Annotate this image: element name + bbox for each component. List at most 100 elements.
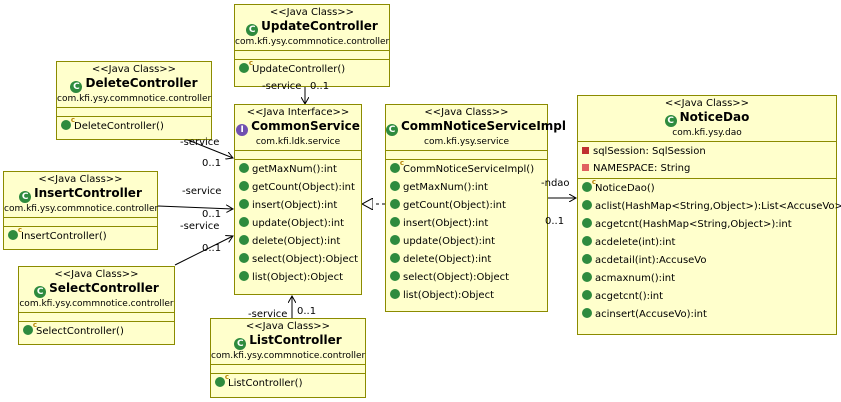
- methods-section: CommNoticeServiceImpl() getMaxNum():int …: [386, 158, 547, 306]
- public-method-icon: [390, 271, 400, 281]
- method-row: getMaxNum():int: [386, 179, 547, 197]
- public-method-icon: [582, 236, 592, 246]
- public-method-icon: [582, 218, 592, 228]
- public-method-icon: [390, 181, 400, 191]
- update-mult-label: 0..1: [310, 81, 330, 92]
- package-name: com.kfi.ysy.service: [424, 137, 509, 147]
- public-method-icon: [582, 290, 592, 300]
- class-name: UpdateController: [261, 19, 378, 33]
- field-row: NAMESPACE: String: [578, 160, 836, 177]
- select-mult-label: 0..1: [202, 243, 222, 254]
- method-row: SelectController(): [19, 320, 174, 341]
- method-row: UpdateController(): [235, 58, 389, 79]
- method-row: acmaxnum():int: [578, 270, 836, 288]
- methods-section: NoticeDao() aclist(HashMap<String,Object…: [578, 177, 841, 325]
- constructor-icon: [8, 225, 22, 240]
- fields-section: [386, 151, 547, 160]
- class-icon: C: [34, 286, 47, 298]
- methods-section: InsertController(): [4, 225, 157, 247]
- stereotype: <<Java Class>>: [38, 174, 123, 185]
- method-row: acdetail(int):AccuseVo: [578, 252, 836, 270]
- method-row: insert(Object):int: [235, 197, 361, 215]
- package-name: com.kfi.ysy.commnotice.controller: [4, 204, 159, 214]
- stereotype: <<Java Class>>: [424, 107, 509, 118]
- class-name: CommNoticeServiceImpl: [401, 119, 567, 133]
- public-method-icon: [239, 235, 249, 245]
- public-method-icon: [239, 217, 249, 227]
- public-method-icon: [582, 272, 592, 282]
- public-method-icon: [390, 217, 400, 227]
- method-row: InsertController(): [4, 225, 157, 246]
- method-row: update(Object):int: [235, 215, 361, 233]
- public-method-icon: [390, 253, 400, 263]
- method-row: ListController(): [211, 372, 365, 393]
- public-method-icon: [239, 199, 249, 209]
- method-row: select(Object):Object: [386, 269, 547, 287]
- class-name: DeleteController: [85, 76, 198, 90]
- method-row: getCount(Object):int: [235, 179, 361, 197]
- dao-role-label: -ndao: [541, 178, 570, 189]
- public-method-icon: [390, 289, 400, 299]
- class-icon: C: [246, 24, 259, 36]
- method-row: delete(Object):int: [386, 251, 547, 269]
- public-method-icon: [239, 271, 249, 281]
- methods-section: ListController(): [211, 372, 365, 394]
- private-field-icon: [582, 147, 589, 154]
- method-row: list(Object):Object: [386, 287, 547, 305]
- methods-section: DeleteController(): [57, 115, 211, 137]
- constructor-icon: [582, 177, 596, 192]
- package-name: com.kfi.ysy.commnotice.controller: [19, 299, 174, 309]
- stereotype: <<Java Class>>: [269, 7, 355, 18]
- public-method-icon: [390, 235, 400, 245]
- public-method-icon: [239, 253, 249, 263]
- package-name: com.kfi.ysy.dao: [672, 128, 742, 138]
- public-method-icon: [582, 200, 592, 210]
- package-name: com.kfi.ysy.commnotice.controller: [235, 37, 390, 47]
- fields-section: [4, 218, 157, 227]
- fields-section: [211, 365, 365, 374]
- public-method-icon: [582, 308, 592, 318]
- method-row: delete(Object):int: [235, 233, 361, 251]
- method-row: update(Object):int: [386, 233, 547, 251]
- methods-section: getMaxNum():int getCount(Object):int ins…: [235, 160, 361, 288]
- class-icon: C: [234, 338, 247, 350]
- constructor-icon: [215, 372, 229, 387]
- select-role-label: -service: [180, 221, 220, 232]
- method-row: NoticeDao(): [578, 177, 836, 198]
- interface-icon: I: [236, 124, 249, 136]
- class-name: InsertController: [34, 186, 142, 200]
- public-method-icon: [239, 181, 249, 191]
- class-name: NoticeDao: [679, 110, 750, 124]
- fields-section: sqlSession: SqlSession NAMESPACE: String: [578, 142, 836, 179]
- stereotype: <<Java Class>>: [664, 98, 750, 109]
- constructor-icon: [61, 115, 75, 130]
- fields-section: [19, 313, 174, 322]
- public-method-icon: [582, 254, 592, 264]
- insert-role-label: -service: [182, 186, 222, 197]
- stereotype: <<Java Class>>: [245, 321, 331, 332]
- method-row: acgetcnt():int: [578, 288, 836, 306]
- method-row: select(Object):Object: [235, 251, 361, 269]
- field-row: sqlSession: SqlSession: [578, 143, 836, 160]
- fields-section: [235, 151, 361, 160]
- insert-assoc-line: [157, 206, 233, 209]
- method-row: CommNoticeServiceImpl(): [386, 158, 547, 179]
- class-icon: C: [70, 81, 83, 93]
- delete-mult-label: 0..1: [202, 158, 222, 169]
- public-method-icon: [390, 199, 400, 209]
- method-row: DeleteController(): [57, 115, 211, 136]
- list-mult-label: 0..1: [297, 306, 317, 317]
- package-name: com.kfi.ysy.commnotice.controller: [211, 351, 366, 361]
- package-name: com.kfi.ldk.service: [255, 137, 341, 147]
- public-method-icon: [239, 163, 249, 173]
- stereotype: <<Java Class>>: [54, 269, 139, 280]
- class-icon: C: [664, 115, 677, 127]
